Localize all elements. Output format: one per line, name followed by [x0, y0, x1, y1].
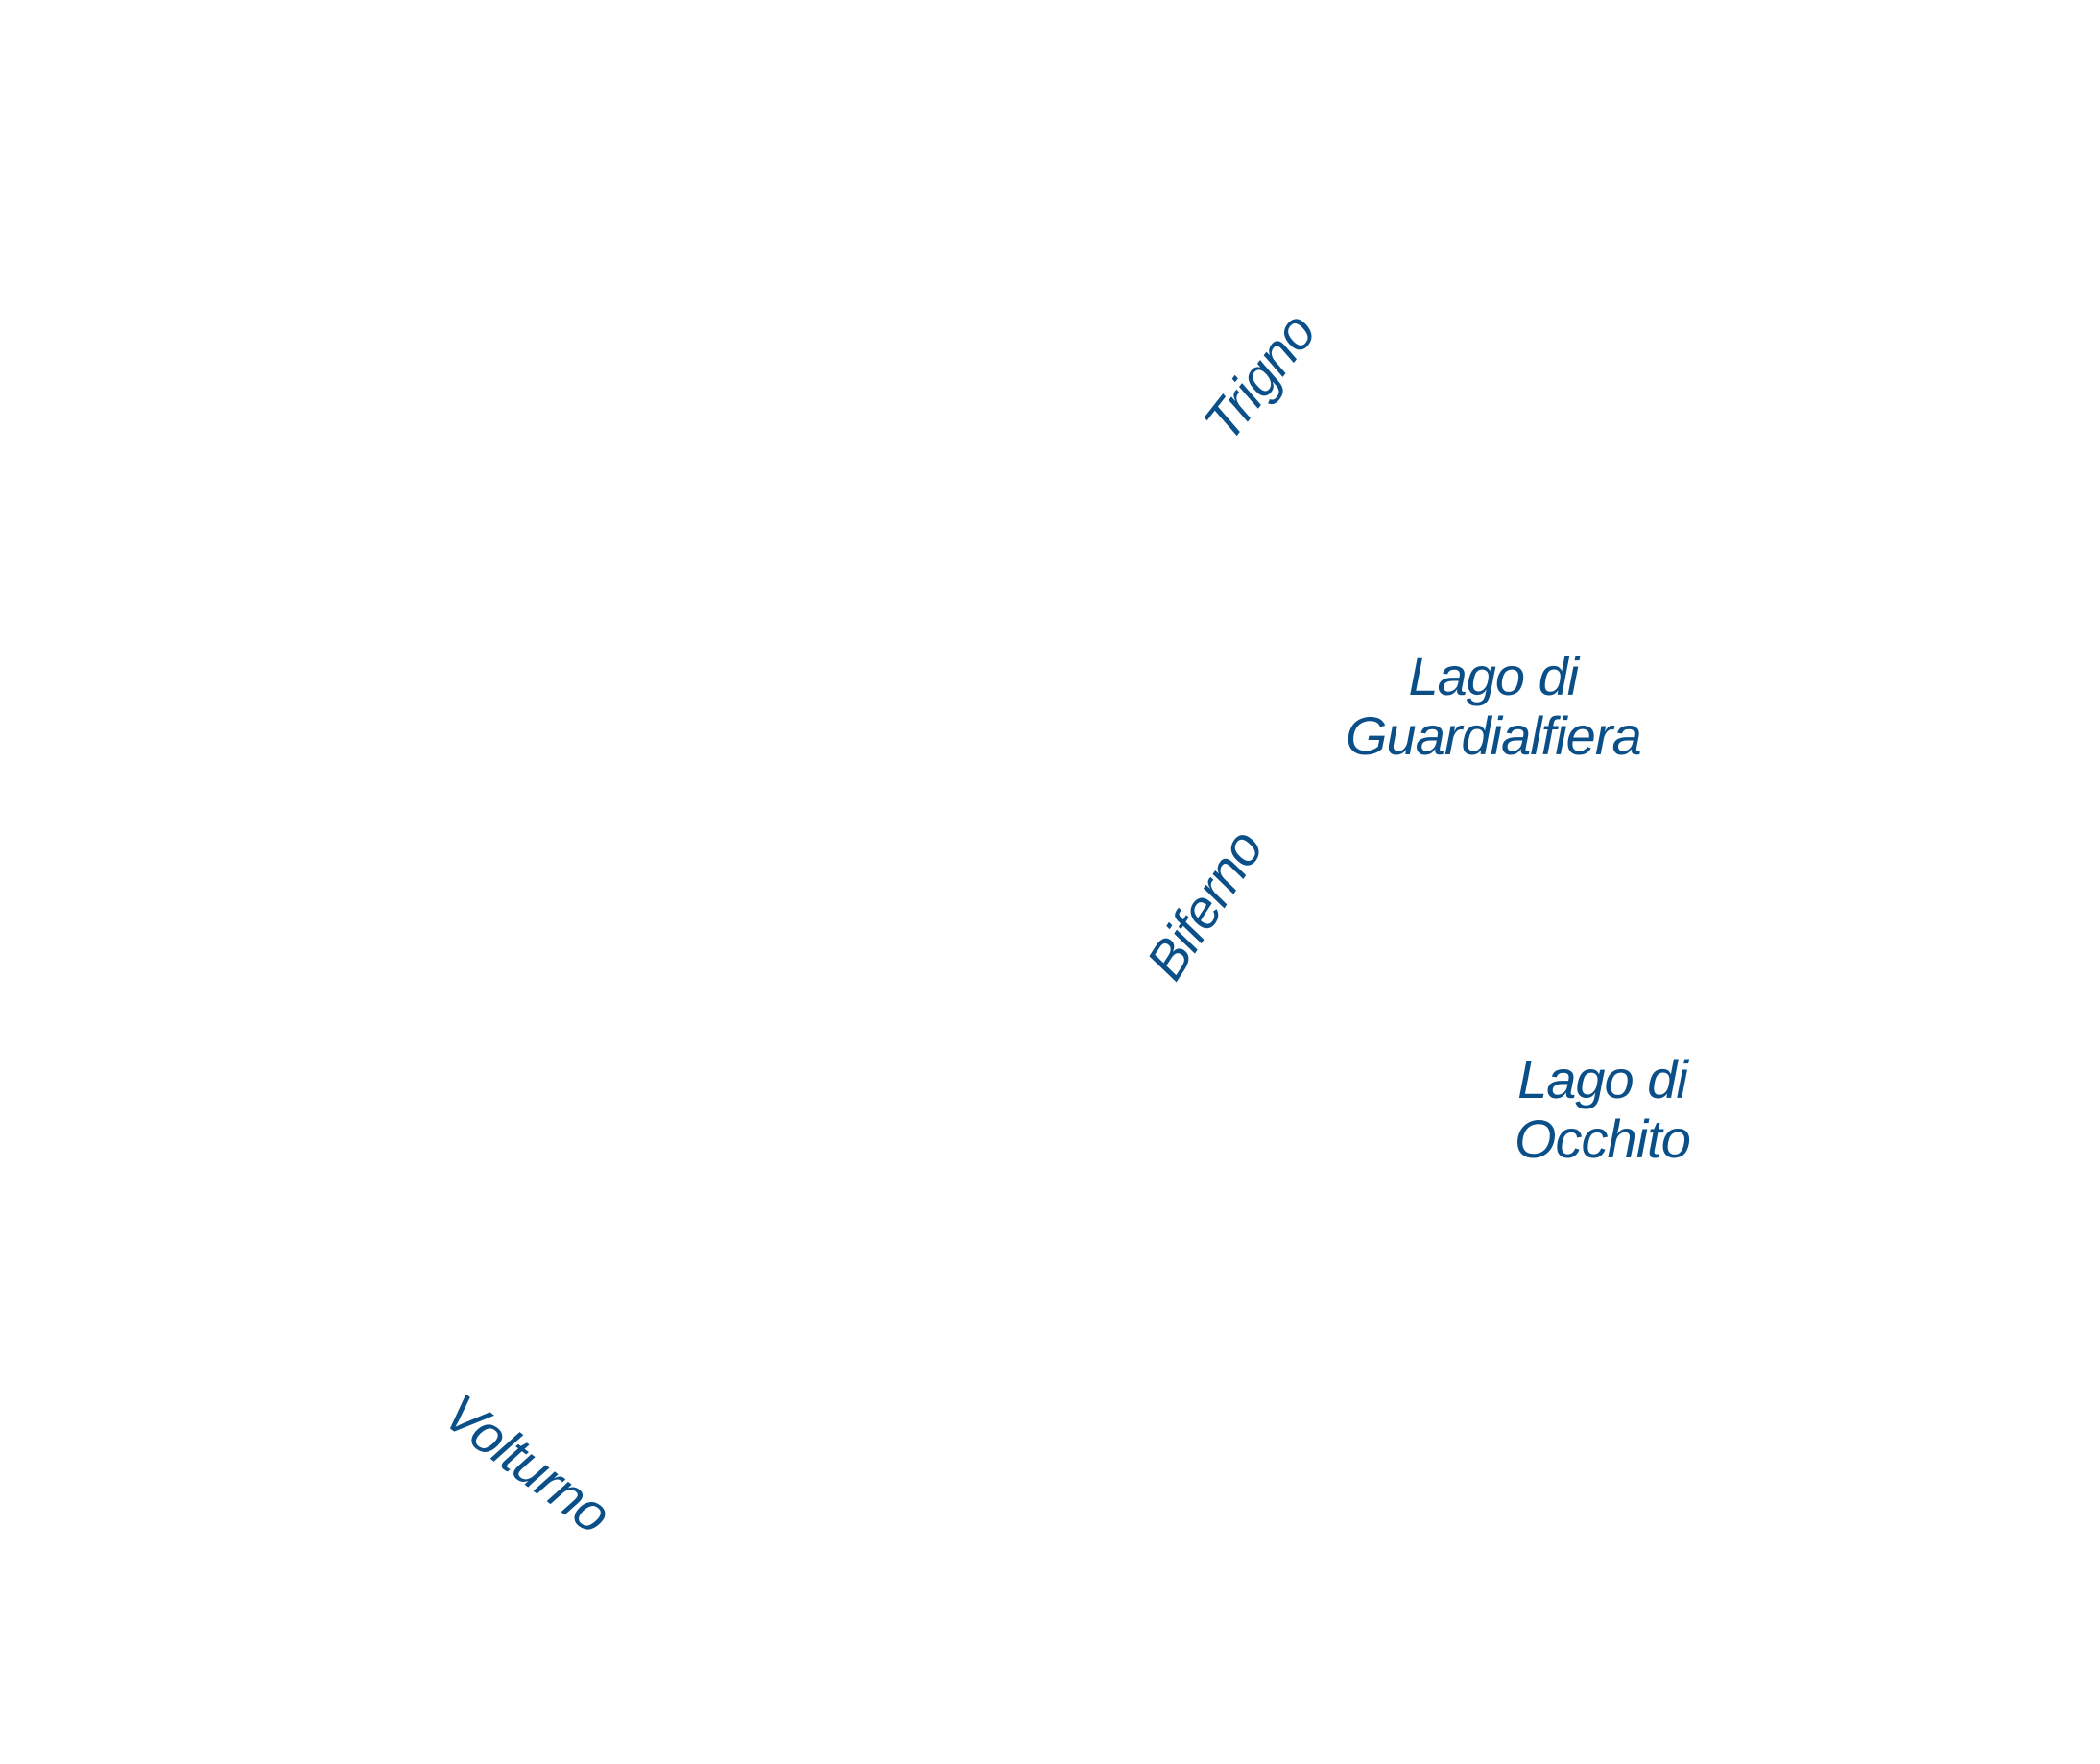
lake-label-occhito: Lago di Occhito: [1515, 1049, 1691, 1169]
lake-label-line: Lago di: [1408, 646, 1579, 706]
lake-label-guardialfiera: Lago di Guardialfiera: [1346, 646, 1642, 766]
river-label-biferno: Biferno: [1134, 820, 1275, 990]
lake-label-line: Guardialfiera: [1346, 705, 1642, 766]
river-label-volturno: Volturno: [433, 1381, 622, 1545]
lake-label-line: Lago di: [1517, 1049, 1688, 1109]
river-label-trigno: Trigno: [1191, 301, 1327, 452]
lake-label-line: Occhito: [1515, 1108, 1691, 1169]
